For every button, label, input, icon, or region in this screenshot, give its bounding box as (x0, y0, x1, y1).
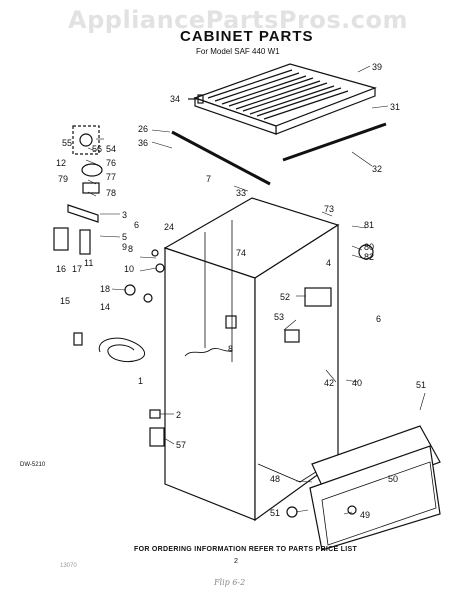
callout-26: 26 (138, 124, 148, 134)
callout-51b: 51 (270, 508, 280, 518)
callout-76: 76 (106, 158, 116, 168)
front-trim-strip (171, 130, 271, 186)
front-access-panel (309, 425, 441, 551)
callout-6b: 6 (376, 314, 381, 324)
callout-17: 17 (72, 264, 82, 274)
callout-49: 49 (360, 510, 370, 520)
callout-80: 80 (364, 242, 374, 252)
callout-14: 14 (100, 302, 110, 312)
diagram-title: CABINET PARTS (180, 28, 314, 45)
timer-assembly (53, 125, 103, 255)
callout-3: 3 (122, 210, 127, 220)
callout-6: 6 (134, 220, 139, 230)
callout-2: 2 (176, 410, 181, 420)
power-cord (98, 337, 146, 363)
callout-40: 40 (352, 378, 362, 388)
callout-11: 11 (84, 258, 93, 268)
callout-10: 10 (124, 264, 134, 274)
callout-82: 82 (364, 252, 374, 262)
callout-56: 56 (92, 144, 102, 154)
callout-31: 31 (390, 102, 400, 112)
cabinet-body (163, 197, 340, 522)
callout-50: 50 (388, 474, 398, 484)
callout-77: 77 (106, 172, 116, 182)
print-code: 13070 (60, 563, 77, 569)
document-reference: DW-5210 (20, 462, 46, 468)
callout-34: 34 (170, 94, 180, 104)
callout-4: 4 (326, 258, 331, 268)
callout-42: 42 (324, 378, 334, 388)
callout-52: 52 (280, 292, 290, 302)
callout-74: 74 (236, 248, 246, 258)
callout-9: 9 (122, 242, 127, 252)
callout-33: 33 (236, 188, 246, 198)
callout-73: 73 (324, 204, 334, 214)
callout-18: 18 (100, 284, 110, 294)
diagram-subtitle: For Model SAF 440 W1 (196, 47, 280, 56)
callout-36: 36 (138, 138, 148, 148)
callout-78: 78 (106, 188, 116, 198)
callout-15: 15 (60, 296, 70, 306)
callout-54: 54 (106, 144, 116, 154)
callout-51: 51 (416, 380, 426, 390)
callout-12: 12 (56, 158, 66, 168)
callout-55: 55 (62, 138, 72, 148)
callout-39: 39 (372, 62, 382, 72)
callout-81: 81 (364, 220, 374, 230)
callout-1: 1 (138, 376, 143, 386)
page-number: 2 (234, 558, 238, 565)
callout-8b: 8 (228, 344, 233, 354)
callout-16: 16 (56, 264, 66, 274)
callout-79: 79 (58, 174, 68, 184)
handwritten-note: Flip 6-2 (214, 578, 246, 587)
callout-53: 53 (274, 312, 284, 322)
screw-34 (188, 94, 204, 104)
callout-5: 5 (122, 232, 127, 242)
callout-7: 7 (206, 174, 211, 184)
callout-32: 32 (372, 164, 382, 174)
callout-48: 48 (270, 474, 280, 484)
top-panel (193, 63, 377, 135)
rear-trim-strip (282, 122, 387, 162)
callout-8: 8 (128, 244, 133, 254)
callout-24: 24 (164, 222, 174, 232)
callout-57: 57 (176, 440, 186, 450)
watermark-text: AppliancePartsPros.com (68, 6, 408, 34)
ordering-note: FOR ORDERING INFORMATION REFER TO PARTS … (134, 546, 358, 553)
